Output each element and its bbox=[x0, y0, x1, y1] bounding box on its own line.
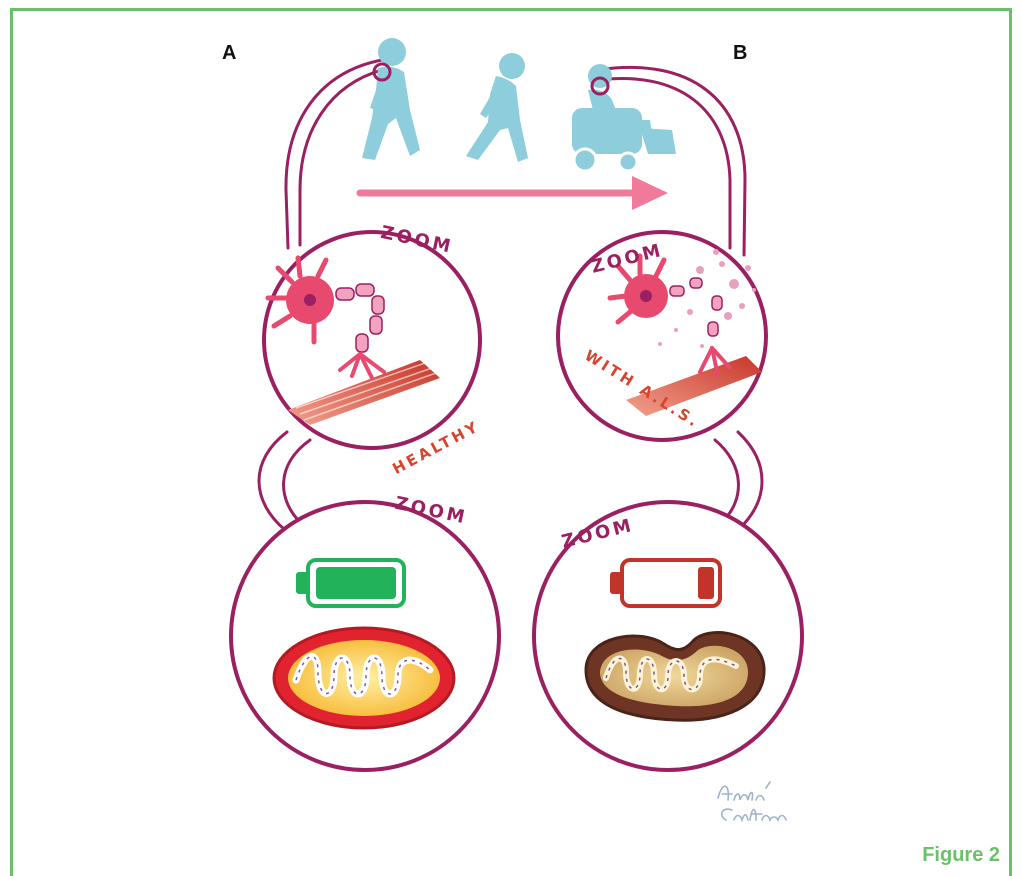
artist-signature bbox=[712, 776, 792, 832]
stooped-person-icon bbox=[466, 53, 528, 162]
figure-caption: Figure 2 bbox=[922, 844, 1000, 867]
wheelchair-person-icon bbox=[572, 64, 676, 171]
walking-person-icon bbox=[362, 38, 420, 160]
healthy-mitochondria-illustration bbox=[274, 628, 454, 728]
full-battery-icon bbox=[296, 560, 404, 606]
low-battery-icon bbox=[610, 560, 720, 606]
progression-arrow bbox=[360, 176, 668, 210]
